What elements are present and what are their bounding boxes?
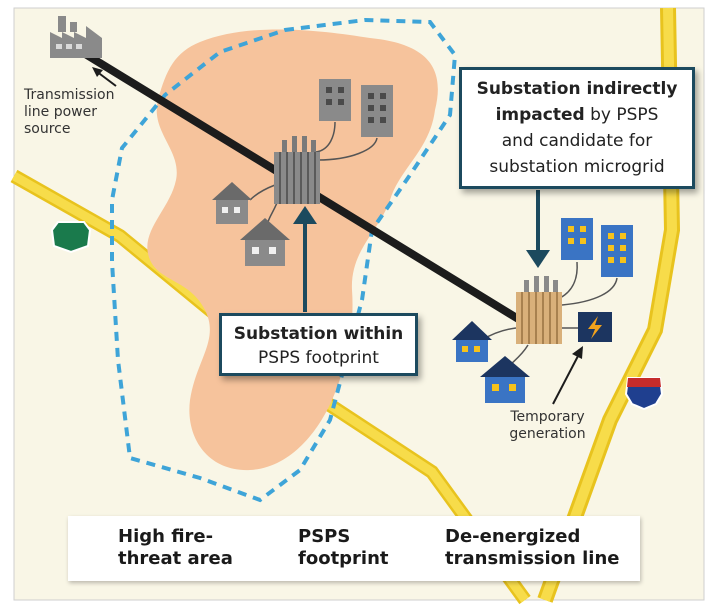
legend: High fire- threat area PSPS footprint De… bbox=[68, 516, 640, 581]
label-line: generation bbox=[509, 426, 586, 442]
house-icon bbox=[240, 218, 290, 266]
label-line: line power bbox=[24, 104, 97, 120]
legend-line: PSPS bbox=[298, 526, 351, 547]
gen-arrowhead bbox=[572, 346, 583, 359]
legend-psps-label: PSPS footprint bbox=[298, 526, 398, 570]
substation-icon bbox=[274, 136, 320, 204]
callout-text: Substation within bbox=[233, 324, 404, 344]
legend-line: threat area bbox=[118, 548, 233, 569]
interstate-shield-icon bbox=[624, 377, 664, 411]
temporary-generation-box bbox=[578, 312, 612, 342]
wire bbox=[317, 137, 378, 161]
us-highway-shield-icon bbox=[50, 221, 92, 254]
legend-line: De-energized bbox=[445, 526, 581, 547]
legend-fire-label: High fire- threat area bbox=[118, 526, 248, 570]
within-arrowhead bbox=[293, 206, 317, 224]
label-line: Temporary bbox=[510, 409, 585, 425]
wire bbox=[559, 261, 578, 299]
house-icon bbox=[452, 321, 492, 362]
substation-icon bbox=[516, 276, 562, 344]
source-arrowhead bbox=[92, 67, 103, 77]
transmission-source-label: Transmission line power source bbox=[24, 87, 154, 138]
wire bbox=[249, 184, 276, 201]
wire bbox=[315, 121, 336, 153]
building-icon bbox=[601, 225, 633, 277]
psps-footprint-outline bbox=[110, 17, 458, 503]
callout-text: Substation indirectly bbox=[476, 79, 678, 99]
lightning-bolt-icon bbox=[588, 316, 602, 339]
wire bbox=[561, 277, 618, 306]
legend-line: footprint bbox=[298, 548, 389, 569]
building-icon bbox=[561, 218, 593, 260]
building-icon bbox=[361, 85, 393, 137]
callout-indirectly-impacted: Substation indirectly impacted by PSPS a… bbox=[459, 67, 695, 189]
house-icon bbox=[212, 182, 252, 224]
label-line: Transmission bbox=[24, 87, 115, 103]
legend-line-label: De-energized transmission line bbox=[445, 526, 635, 570]
legend-line: transmission line bbox=[445, 548, 620, 569]
temporary-generation-label: Temporary generation bbox=[500, 409, 595, 443]
factory-icon bbox=[50, 16, 102, 58]
callout-text: by PSPS bbox=[584, 105, 659, 125]
gen-arrow bbox=[552, 355, 579, 405]
callout-text: and candidate for bbox=[501, 131, 653, 151]
callout-text: impacted bbox=[495, 105, 585, 125]
label-line: source bbox=[24, 121, 71, 137]
callout-text: substation microgrid bbox=[489, 157, 665, 177]
house-icon bbox=[480, 356, 530, 403]
callout-text: PSPS footprint bbox=[258, 348, 379, 368]
building-icon bbox=[319, 79, 351, 121]
indirect-arrowhead bbox=[526, 250, 550, 268]
legend-line: High fire- bbox=[118, 526, 214, 547]
callout-within-psps: Substation within PSPS footprint bbox=[219, 313, 418, 376]
